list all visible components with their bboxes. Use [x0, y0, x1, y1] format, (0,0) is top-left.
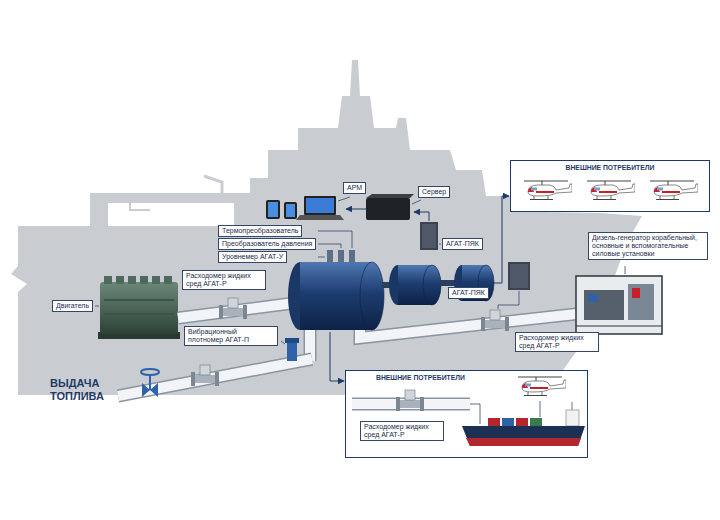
- label-text: Уровнемер АГАТ-У: [222, 253, 283, 261]
- sensor-label: Преобразователь давления: [218, 238, 316, 250]
- label-text: Расходомер жидких сред АГАТ-Р: [186, 272, 262, 288]
- label-text: Сервер: [422, 188, 446, 196]
- sensor-label: Уровнемер АГАТ-У: [218, 251, 287, 263]
- device-label: АГАТ-ПЯК: [442, 238, 483, 250]
- label-text: АГАТ-ПЯК: [446, 240, 479, 248]
- label-text: Дизель-генератор корабельный, основные и…: [592, 234, 704, 258]
- engine-label: Двигатель: [52, 300, 93, 312]
- meter-label: Расходомер жидких сред АГАТ-Р: [360, 421, 444, 441]
- label-text: Термопреобразователь: [222, 227, 298, 235]
- fuel-output-label: ВЫДАЧА ТОПЛИВА: [50, 377, 114, 402]
- generator-label: Дизель-генератор корабельный, основные и…: [588, 232, 708, 260]
- device-label: АРМ: [343, 182, 366, 194]
- label-text: Двигатель: [56, 302, 89, 310]
- label-text: АГАТ-ПЯК: [452, 289, 485, 297]
- label-text: Расходомер жидких сред АГАТ-Р: [364, 423, 440, 439]
- consumer-panel: ВНЕШНИЕ ПОТРЕБИТЕЛИ Расходомер жидких сре…: [345, 370, 588, 458]
- sensor-label: Термопреобразователь: [218, 225, 302, 237]
- panel-heading: ВНЕШНИЕ ПОТРЕБИТЕЛИ: [346, 371, 587, 382]
- device-label: АГАТ-ПЯК: [448, 287, 489, 299]
- label-text: Вибрационный плотномер АГАТ-П: [188, 328, 274, 344]
- meter-label: Расходомер жидких сред АГАТ-Р: [515, 332, 599, 352]
- label-text: АРМ: [347, 184, 362, 192]
- consumer-panel: ВНЕШНИЕ ПОТРЕБИТЕЛИ: [510, 160, 710, 212]
- panel-heading: ВНЕШНИЕ ПОТРЕБИТЕЛИ: [511, 161, 709, 172]
- device-label: Сервер: [418, 186, 450, 198]
- label-text: Расходомер жидких сред АГАТ-Р: [519, 334, 595, 350]
- meter-label: Расходомер жидких сред АГАТ-Р: [182, 270, 266, 290]
- meter-label: Вибрационный плотномер АГАТ-П: [184, 326, 278, 346]
- label-text: Преобразователь давления: [222, 240, 312, 248]
